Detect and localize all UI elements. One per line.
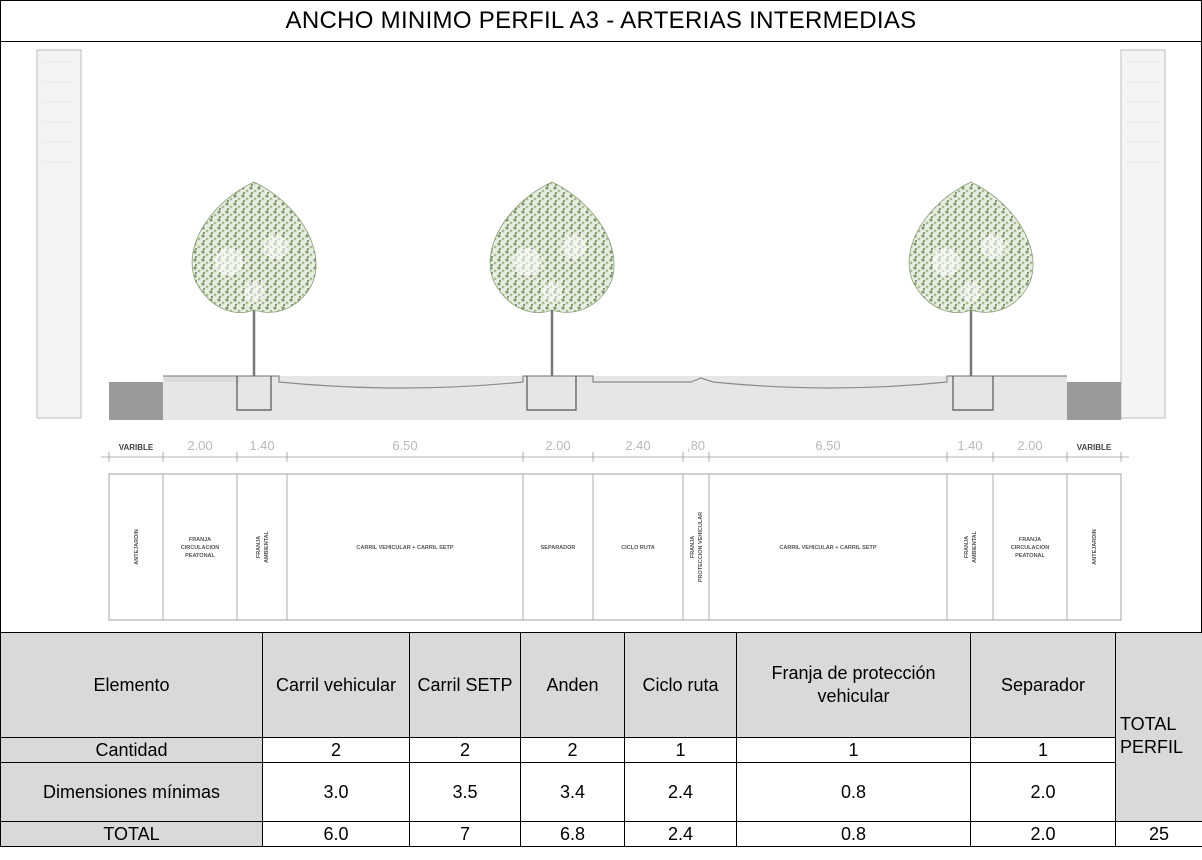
row-label-cantidad: Cantidad [0, 737, 263, 763]
dimension-label: VARIBLE [119, 443, 154, 452]
dimension-line: VARIBLE 2.00 1.40 6.50 2.00 2.40 ,80 6.50 1.40 2.… [101, 438, 1129, 462]
cell: 2.0 [970, 762, 1116, 822]
cell: 7 [409, 821, 521, 847]
cell: 2.0 [970, 821, 1116, 847]
cell: 6.8 [520, 821, 625, 847]
cell: 2 [262, 737, 410, 763]
antejardin-block-left [109, 382, 163, 420]
page-title: ANCHO MINIMO PERFIL A3 - ARTERIAS INTERM… [0, 0, 1202, 42]
zone-label-line: CIRCULACION [181, 545, 220, 551]
zone-label: CARRIL VEHICULAR + CARRIL SETP [779, 545, 876, 551]
tree-pits [236, 376, 994, 411]
zone-label: SEPARADOR [541, 545, 576, 551]
total-perfil-label: TOTAL PERFIL [1120, 714, 1184, 757]
tree-right [908, 181, 1034, 376]
zone-label-line: ANTEJARDIN [1092, 529, 1098, 564]
dimension-label: 2.40 [625, 438, 650, 453]
zone-label-line: AMBIENTAL [264, 530, 270, 563]
header-franja: Franja de protección vehicular [736, 632, 971, 738]
zone-label-line: PROTECCION VEHICULAR [698, 512, 704, 582]
row-label-dimensiones: Dimensiones mínimas [0, 762, 263, 822]
dimension-label: 2.00 [187, 438, 212, 453]
table-row-cantidad: Cantidad 2 2 2 1 1 1 [0, 737, 1202, 763]
road-surface [163, 375, 1067, 420]
dimension-label: 6.50 [815, 438, 840, 453]
cell: 1 [736, 737, 971, 763]
cell: 3.0 [262, 762, 410, 822]
row-label-total: TOTAL [0, 821, 263, 847]
dimension-label: 1.40 [249, 438, 274, 453]
header-ciclo-ruta: Ciclo ruta [624, 632, 737, 738]
building-right [1120, 49, 1166, 419]
zone-label-line: CICLO RUTA [621, 545, 655, 551]
zone-label-line: CARRIL VEHICULAR + CARRIL SETP [779, 545, 876, 551]
zone-label: CARRIL VEHICULAR + CARRIL SETP [356, 545, 453, 551]
zone-label: FRANJA CIRCULACION PEATONAL [1011, 537, 1050, 559]
zone-label-line: FRANJA [189, 537, 211, 543]
zone-label: FRANJA CIRCULACION PEATONAL [181, 537, 220, 559]
zone-label-line: PEATONAL [1015, 553, 1045, 559]
zone-label-line: FRANJA [256, 536, 262, 558]
cell: 6.0 [262, 821, 410, 847]
dimension-label: 6.50 [392, 438, 417, 453]
cross-section-svg: VARIBLE 2.00 1.40 6.50 2.00 2.40 ,80 6.50 1.40 2.… [36, 49, 1166, 621]
table-row-dimensiones: Dimensiones mínimas 3.0 3.5 3.4 2.4 0.8 … [0, 762, 1202, 822]
zone-label: ANTEJARDIN [134, 529, 140, 564]
zone-label-line: SEPARADOR [541, 545, 576, 551]
zone-label-line: PEATONAL [185, 553, 215, 559]
header-carril-vehicular: Carril vehicular [262, 632, 410, 738]
antejardin-block-right [1067, 382, 1121, 420]
table-header-row: Elemento Carril vehicular Carril SETP An… [0, 632, 1202, 822]
cell: 3.5 [409, 762, 521, 822]
building-left [36, 49, 82, 419]
cell: 0.8 [736, 821, 971, 847]
zone-label-line: FRANJA [1019, 537, 1041, 543]
header-separador: Separador [970, 632, 1116, 738]
tree-left [191, 181, 317, 376]
header-elemento: Elemento [0, 632, 263, 738]
header-carril-setp: Carril SETP [409, 632, 521, 738]
grand-total: 25 [1115, 821, 1202, 847]
zone-label-line: FRANJA [964, 536, 970, 558]
zone-label-line: AMBIENTAL [972, 530, 978, 563]
zone-label-line: ANTEJARDIN [134, 529, 140, 564]
cell: 2 [409, 737, 521, 763]
cell: 1 [970, 737, 1116, 763]
header-anden: Anden [520, 632, 625, 738]
zone-label: CICLO RUTA [621, 545, 655, 551]
cell: 2.4 [624, 762, 737, 822]
title-text: ANCHO MINIMO PERFIL A3 - ARTERIAS INTERM… [285, 7, 917, 34]
dimension-label: ,80 [687, 438, 705, 453]
header-total-perfil: TOTAL PERFIL [1115, 632, 1202, 822]
cell: 3.4 [520, 762, 625, 822]
dimension-label: 1.40 [957, 438, 982, 453]
table-row-total: TOTAL 6.0 7 6.8 2.4 0.8 2.0 25 [0, 821, 1202, 847]
dimension-label: 2.00 [1017, 438, 1042, 453]
zone-label-line: CARRIL VEHICULAR + CARRIL SETP [356, 545, 453, 551]
cell: 2 [520, 737, 625, 763]
cell: 2.4 [624, 821, 737, 847]
zone-label-line: FRANJA [690, 536, 696, 558]
cross-section-drawing: VARIBLE 2.00 1.40 6.50 2.00 2.40 ,80 6.50 1.40 2.… [0, 42, 1202, 632]
tree-center [489, 181, 615, 376]
zone-label-line: CIRCULACION [1011, 545, 1050, 551]
dimension-label: 2.00 [545, 438, 570, 453]
cell: 0.8 [736, 762, 971, 822]
cell: 1 [624, 737, 737, 763]
profile-table: Elemento Carril vehicular Carril SETP An… [0, 632, 1202, 847]
dimension-label: VARIBLE [1077, 443, 1112, 452]
zone-label: ANTEJARDIN [1092, 529, 1098, 564]
